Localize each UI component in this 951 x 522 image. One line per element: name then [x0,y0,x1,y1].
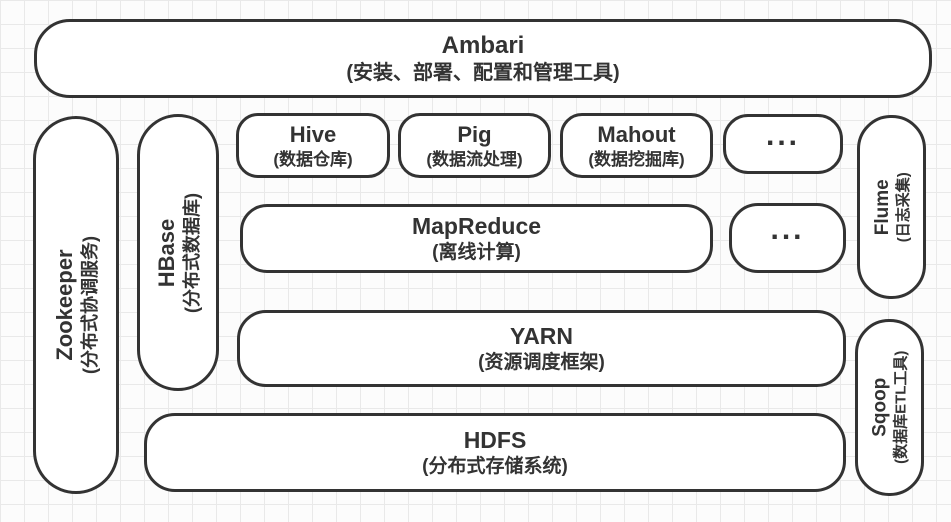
sqoop-title: Sqoop [869,377,891,438]
pig-subtitle: (数据流处理) [426,149,523,169]
ellipsis-row1-label: ... [765,118,800,152]
hive-box: Hive (数据仓库) [236,113,390,178]
hdfs-subtitle: (分布式存储系统) [422,456,568,477]
zookeeper-subtitle: (分布式协调服务) [79,236,100,374]
flume-title: Flume [871,179,893,235]
zookeeper-title: Zookeeper [52,249,77,361]
sqoop-subtitle: (数据库ETL工具) [892,350,910,465]
pig-box: Pig (数据流处理) [398,113,551,178]
sqoop-box: Sqoop (数据库ETL工具) [855,319,924,496]
flume-subtitle: (日志采集) [894,172,911,242]
hbase-box: HBase (分布式数据库) [137,114,219,391]
mahout-box: Mahout (数据挖掘库) [560,113,713,178]
mapreduce-subtitle: (离线计算) [432,242,521,263]
yarn-title: YARN [509,323,574,350]
zookeeper-label-group: Zookeeper (分布式协调服务) [51,236,101,374]
mapreduce-box: MapReduce (离线计算) [240,204,713,273]
ellipsis-box-row1: ... [723,114,843,174]
ellipsis-box-row2: ... [729,203,846,273]
yarn-subtitle: (资源调度框架) [478,352,605,373]
yarn-box: YARN (资源调度框架) [237,310,846,387]
hbase-subtitle: (分布式数据库) [181,192,202,313]
mahout-title: Mahout [597,122,676,148]
ambari-box: Ambari (安装、部署、配置和管理工具) [34,19,932,98]
flume-label-group: Flume (日志采集) [870,172,913,242]
sqoop-label-group: Sqoop (数据库ETL工具) [868,351,911,464]
zookeeper-box: Zookeeper (分布式协调服务) [33,116,119,494]
hdfs-title: HDFS [463,427,527,454]
hive-subtitle: (数据仓库) [273,149,353,169]
hbase-title: HBase [154,218,179,287]
ellipsis-row2-label: ... [770,212,805,246]
flume-box: Flume (日志采集) [857,115,926,299]
ambari-subtitle: (安装、部署、配置和管理工具) [346,62,620,84]
hdfs-box: HDFS (分布式存储系统) [144,413,846,492]
pig-title: Pig [457,122,492,148]
hbase-label-group: HBase (分布式数据库) [153,193,203,313]
mahout-subtitle: (数据挖掘库) [588,149,685,169]
hive-title: Hive [289,122,337,148]
mapreduce-title: MapReduce [411,213,542,240]
ambari-title: Ambari [441,32,525,59]
